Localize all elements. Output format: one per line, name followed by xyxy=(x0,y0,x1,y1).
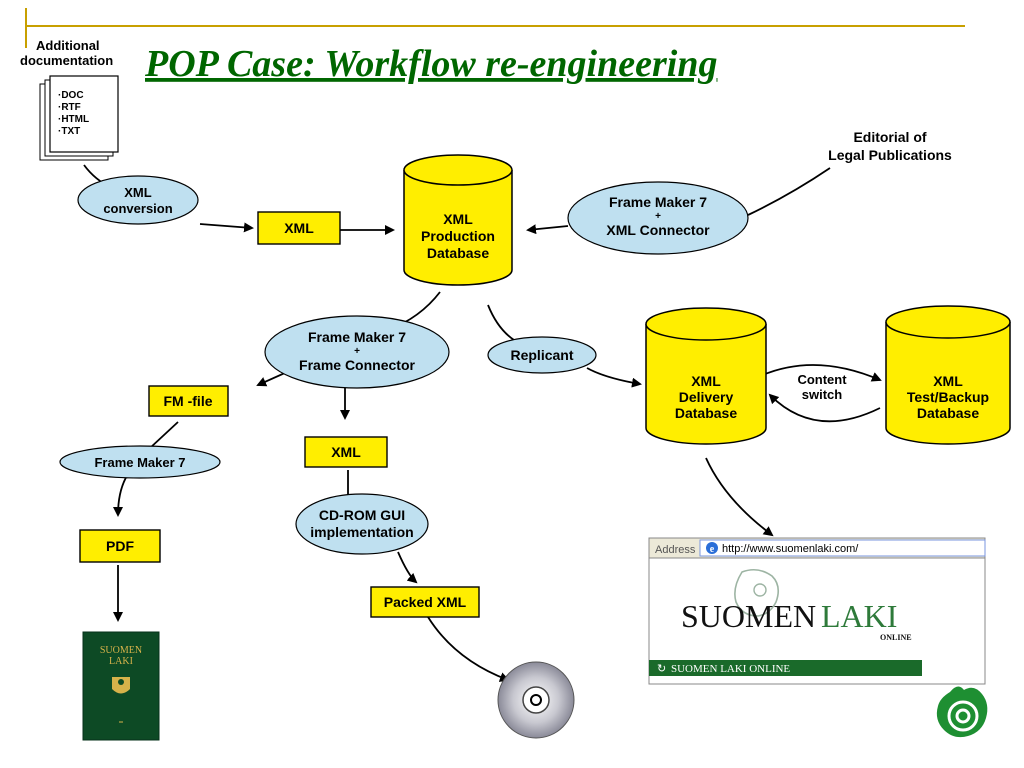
format-doc: ·DOC xyxy=(58,90,84,101)
svg-text:XML: XML xyxy=(284,220,314,236)
process-xml-conversion: XML conversion xyxy=(77,175,199,225)
format-html: ·HTML xyxy=(58,114,89,125)
svg-text:CD-ROM GUI: CD-ROM GUI xyxy=(319,507,405,523)
svg-text:XML: XML xyxy=(691,373,721,389)
svg-text:LAKI: LAKI xyxy=(109,656,133,667)
title-rules xyxy=(25,8,965,48)
doc-header-line-1: Additional xyxy=(36,38,100,53)
suomen-laki-book: SUOMEN LAKI xyxy=(82,631,160,741)
svg-text:FM -file: FM -file xyxy=(164,393,213,409)
address-url: http://www.suomenlaki.com/ xyxy=(722,543,859,555)
address-bar[interactable] xyxy=(699,539,986,557)
format-rtf: ·RTF xyxy=(58,102,81,113)
svg-text:switch: switch xyxy=(802,387,843,402)
process-fm7-frame-connector: Frame Maker 7 + Frame Connector xyxy=(264,315,450,389)
ie-icon: e xyxy=(706,542,718,555)
svg-text:implementation: implementation xyxy=(310,524,413,540)
svg-text:conversion: conversion xyxy=(103,201,172,216)
svg-text:Frame Maker 7: Frame Maker 7 xyxy=(308,329,406,345)
svg-text:Packed XML: Packed XML xyxy=(384,594,467,610)
svg-text:XML: XML xyxy=(933,373,963,389)
svg-text:Production: Production xyxy=(421,228,495,244)
svg-text:Frame Maker 7: Frame Maker 7 xyxy=(94,455,185,470)
svg-text:e: e xyxy=(710,544,715,555)
process-frame-maker-7: Frame Maker 7 xyxy=(59,445,221,479)
refresh-icon: ↻ xyxy=(657,663,666,675)
file-packed-xml: Packed XML xyxy=(370,586,480,618)
additional-documentation: Additional documentation ·DOC ·RTF ·HTML… xyxy=(20,38,119,161)
svg-text:Editorial of: Editorial of xyxy=(853,129,926,145)
process-replicant: Replicant xyxy=(487,336,597,374)
format-txt: ·TXT xyxy=(58,126,80,137)
doc-header-line-2: documentation xyxy=(20,53,113,68)
file-xml-mid: XML xyxy=(304,436,388,468)
logo-laki: LAKI xyxy=(821,598,897,634)
svg-text:Content: Content xyxy=(797,372,847,387)
db-test-backup: XML Test/Backup Database xyxy=(885,305,1011,445)
address-label: Address xyxy=(655,544,696,556)
browser-window: Address e http://www.suomenlaki.com/ SUO… xyxy=(648,537,986,685)
svg-text:Frame Connector: Frame Connector xyxy=(299,357,415,373)
editorial-label: Editorial of Legal Publications xyxy=(828,129,952,163)
svg-text:XML: XML xyxy=(443,211,473,227)
browser-nav-text: SUOMEN LAKI ONLINE xyxy=(671,663,790,675)
svg-text:+: + xyxy=(354,346,360,357)
svg-text:Replicant: Replicant xyxy=(510,347,573,363)
svg-text:Database: Database xyxy=(427,245,489,261)
file-xml-top: XML xyxy=(257,211,341,245)
file-pdf: PDF xyxy=(79,529,161,563)
cd-rom-icon xyxy=(497,661,575,739)
green-spiral-logo xyxy=(936,686,988,738)
db-delivery: XML Delivery Database xyxy=(645,307,767,445)
svg-text:Frame Maker 7: Frame Maker 7 xyxy=(609,194,707,210)
db-production: XML Production Database xyxy=(403,154,513,286)
svg-text:SUOMEN: SUOMEN xyxy=(100,645,142,656)
process-cdrom-gui: CD-ROM GUI implementation xyxy=(295,493,429,555)
logo-online: ONLINE xyxy=(880,633,912,642)
svg-text:Database: Database xyxy=(917,405,979,421)
doc-format-list: ·DOC ·RTF ·HTML ·TXT xyxy=(58,90,89,137)
svg-text:PDF: PDF xyxy=(106,538,134,554)
svg-text:Legal Publications: Legal Publications xyxy=(828,147,952,163)
browser-nav-bar xyxy=(649,660,922,676)
svg-text:+: + xyxy=(655,211,661,222)
svg-text:Delivery: Delivery xyxy=(679,389,734,405)
svg-text:Database: Database xyxy=(675,405,737,421)
lion-crest-icon xyxy=(734,568,780,617)
page-title: POP Case: Workflow re-engineering xyxy=(144,43,717,85)
file-fm-file: FM -file xyxy=(148,385,229,417)
svg-text:XML: XML xyxy=(331,444,361,460)
svg-text:Test/Backup: Test/Backup xyxy=(907,389,989,405)
content-switch-label: Content switch xyxy=(797,372,847,402)
process-fm7-xml-connector: Frame Maker 7 + XML Connector xyxy=(567,181,749,255)
svg-text:XML: XML xyxy=(124,185,152,200)
book-lion-emblem-icon xyxy=(112,677,130,694)
svg-text:XML Connector: XML Connector xyxy=(606,222,710,238)
logo-suomen: SUOMEN xyxy=(681,598,816,634)
